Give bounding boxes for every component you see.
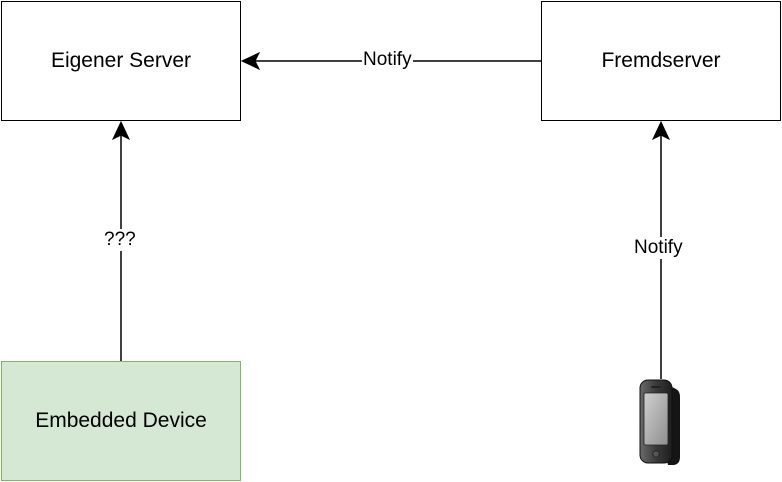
edge-label-fremd-to-eigener: Notify bbox=[362, 49, 413, 71]
embedded-device-label: Embedded Device bbox=[35, 409, 207, 432]
fremdserver-node[interactable]: Fremdserver bbox=[541, 1, 781, 121]
edge-label-phone-to-fremd: Notify bbox=[633, 237, 684, 259]
embedded-device-node[interactable]: Embedded Device bbox=[1, 361, 241, 481]
eigener-server-label: Eigener Server bbox=[50, 49, 192, 72]
arrowhead-eigener-bottom bbox=[111, 120, 131, 141]
arrowhead-fremd-bottom bbox=[651, 120, 671, 141]
edge-label-embedded-to-eigener: ??? bbox=[103, 229, 137, 251]
fremdserver-label: Fremdserver bbox=[601, 49, 721, 72]
eigener-server-node[interactable]: Eigener Server bbox=[1, 1, 241, 121]
arrowhead-eigener bbox=[240, 51, 261, 71]
mobile-phone-icon[interactable] bbox=[638, 377, 682, 467]
